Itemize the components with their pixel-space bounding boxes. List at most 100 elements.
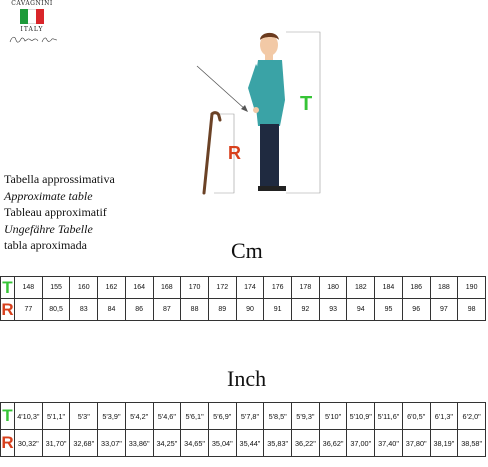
inch-cane-cell: 35,04" (207, 429, 237, 457)
inch-cane-cell: 35,44" (235, 429, 265, 457)
brand-logo: CAVAGNINI ITALY (6, 0, 58, 50)
cane-shaft (202, 112, 214, 195)
inch-cane-cell: 37,40" (374, 429, 403, 457)
cm-cane-cell: 90 (235, 298, 265, 321)
cm-height-cell: 176 (263, 276, 293, 299)
inch-r-row: R 30,32"31,70"32,68"33,07"33,86"34,25"34… (0, 429, 486, 457)
cm-height-cell: 186 (401, 276, 431, 299)
cm-cane-cell: 83 (69, 298, 99, 321)
cm-cane-cell: 89 (207, 298, 237, 321)
inch-cane-cell: 35,83" (263, 429, 293, 457)
inch-t-label: T (0, 402, 15, 430)
inch-height-cell: 5'10,9" (346, 402, 376, 430)
inch-cane-cell: 36,62" (318, 429, 348, 457)
cm-cane-cell: 77 (14, 298, 43, 321)
inch-title: Inch (227, 366, 267, 391)
cm-cane-cell: 84 (97, 298, 126, 321)
arrow-line (196, 65, 247, 111)
cm-r-label: R (0, 298, 15, 321)
inch-cane-cell: 34,65" (180, 429, 209, 457)
brand-name: CAVAGNINI (11, 0, 53, 7)
italy-flag-icon (20, 9, 44, 24)
cm-height-cell: 184 (374, 276, 403, 299)
inch-height-cell: 5'3" (69, 402, 99, 430)
signature-icon (9, 36, 58, 43)
cm-cane-cell: 97 (429, 298, 459, 321)
brand-country: ITALY (20, 26, 44, 33)
cm-height-cell: 168 (152, 276, 182, 299)
inch-height-cell: 5'4,2" (124, 402, 154, 430)
arrow-head-icon (241, 105, 248, 112)
cm-cane-cell: 94 (346, 298, 376, 321)
inch-cane-cell: 38,58" (457, 429, 486, 457)
inch-cane-cell: 37,00" (346, 429, 376, 457)
caption-french: Tableau approximatif (4, 205, 107, 219)
cm-cane-cell: 93 (318, 298, 348, 321)
person-figure (248, 32, 286, 191)
inch-size-table: T 4'10,3"5'1,1"5'3"5'3,9"5'4,2"5'4,6"5'6… (0, 402, 486, 457)
inch-height-cell: 5'4,6" (152, 402, 182, 430)
caption-block: Tabella approssimativa Approximate table… (4, 171, 204, 254)
cm-cane-cell: 87 (152, 298, 182, 321)
r-bracket (214, 113, 235, 194)
cm-title: Cm (231, 238, 263, 263)
caption-italian: Tabella approssimativa (4, 172, 115, 186)
inch-height-cell: 5'11,6" (374, 402, 403, 430)
r-marker-label: R (228, 143, 241, 163)
cm-t-label: T (0, 276, 15, 299)
inch-height-cell: 5'7,8" (235, 402, 265, 430)
inch-height-cell: 5'3,9" (97, 402, 126, 430)
cm-height-cell: 174 (235, 276, 265, 299)
cm-cane-cell: 95 (374, 298, 403, 321)
inch-cane-cell: 37,80" (401, 429, 431, 457)
measurement-illustration: T R (196, 31, 321, 195)
inch-height-cell: 5'6,1" (180, 402, 209, 430)
inch-cane-cell: 33,07" (97, 429, 126, 457)
inch-height-cell: 6'0,5" (401, 402, 431, 430)
cm-cane-cell: 88 (180, 298, 209, 321)
inch-height-cell: 4'10,3" (14, 402, 43, 430)
cm-height-cell: 160 (69, 276, 99, 299)
cm-height-cell: 162 (97, 276, 126, 299)
inch-height-cell: 6'1,3" (429, 402, 459, 430)
t-bracket (286, 31, 321, 194)
cm-height-cell: 182 (346, 276, 376, 299)
caption-spanish: tabla aproximada (4, 238, 87, 252)
inch-t-row: T 4'10,3"5'1,1"5'3"5'3,9"5'4,2"5'4,6"5'6… (0, 402, 486, 430)
inch-cane-cell: 36,22" (291, 429, 320, 457)
inch-height-cell: 5'9,3" (291, 402, 320, 430)
cm-height-cell: 148 (14, 276, 43, 299)
cm-cane-cell: 86 (124, 298, 154, 321)
inch-cane-cell: 31,70" (41, 429, 71, 457)
inch-cane-cell: 33,86" (124, 429, 154, 457)
t-marker-label: T (300, 93, 312, 115)
inch-height-cell: 5'8,5" (263, 402, 293, 430)
caption-german: Ungefähre Tabelle (4, 221, 93, 236)
cm-cane-cell: 96 (401, 298, 431, 321)
inch-cane-cell: 34,25" (152, 429, 182, 457)
caption-english: Approximate table (4, 188, 93, 203)
inch-r-label: R (0, 429, 15, 457)
cm-cane-cell: 98 (457, 298, 486, 321)
cm-cane-cell: 92 (291, 298, 320, 321)
cm-height-cell: 155 (41, 276, 71, 299)
inch-height-cell: 5'6,9" (207, 402, 237, 430)
cm-cane-cell: 91 (263, 298, 293, 321)
cm-height-cell: 164 (124, 276, 154, 299)
inch-height-cell: 5'10" (318, 402, 348, 430)
cm-height-cell: 180 (318, 276, 348, 299)
inch-cane-cell: 38,19" (429, 429, 459, 457)
cm-height-cell: 170 (180, 276, 209, 299)
inch-height-cell: 6'2,0" (457, 402, 486, 430)
cm-height-cell: 178 (291, 276, 320, 299)
cm-height-cell: 172 (207, 276, 237, 299)
inch-height-cell: 5'1,1" (41, 402, 71, 430)
cm-cane-cell: 80,5 (41, 298, 71, 321)
cm-height-cell: 190 (457, 276, 486, 299)
inch-cane-cell: 30,32" (14, 429, 43, 457)
cm-height-cell: 188 (429, 276, 459, 299)
inch-cane-cell: 32,68" (69, 429, 99, 457)
